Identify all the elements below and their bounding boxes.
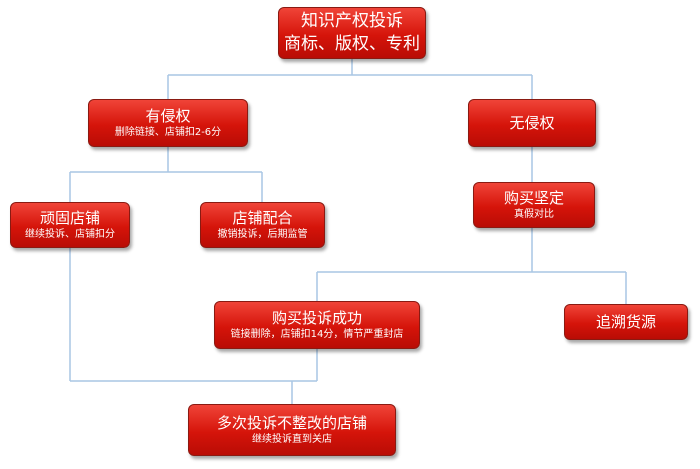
repeat-offender-title: 多次投诉不整改的店铺 [216, 413, 367, 432]
buy-verify-subtitle: 真假对比 [514, 208, 554, 220]
trace-source-title: 追溯货源 [595, 312, 656, 331]
ip-complaint-title: 知识产权投诉 [301, 11, 403, 31]
no-infringement-node: 无侵权 [468, 99, 596, 147]
stubborn-store-subtitle: 继续投诉、店铺扣分 [25, 228, 115, 240]
buy-complaint-success-subtitle: 链接删除，店铺扣14分，情节严重封店 [230, 328, 404, 340]
trace-source-node: 追溯货源 [564, 304, 688, 340]
buy-complaint-success-title: 购买投诉成功 [271, 308, 362, 327]
infringement-node: 有侵权 删除链接、店铺扣2-6分 [88, 99, 248, 147]
repeat-offender-node: 多次投诉不整改的店铺 继续投诉直到关店 [188, 404, 396, 456]
buy-complaint-success-node: 购买投诉成功 链接删除，店铺扣14分，情节严重封店 [214, 301, 420, 349]
cooperative-store-title: 店铺配合 [232, 208, 293, 227]
stubborn-store-node: 顽固店铺 继续投诉、店铺扣分 [10, 202, 130, 248]
cooperative-store-subtitle: 撤销投诉，后期监管 [217, 228, 308, 240]
infringement-subtitle: 删除链接、店铺扣2-6分 [114, 126, 222, 138]
no-infringement-title: 无侵权 [509, 113, 555, 132]
buy-verify-title: 购买坚定 [503, 188, 564, 207]
buy-verify-node: 购买坚定 真假对比 [473, 182, 595, 228]
repeat-offender-subtitle: 继续投诉直到关店 [252, 433, 332, 445]
infringement-title: 有侵权 [145, 106, 191, 125]
cooperative-store-node: 店铺配合 撤销投诉，后期监管 [200, 202, 325, 248]
stubborn-store-title: 顽固店铺 [39, 208, 100, 227]
ip-complaint-types: 商标、版权、专利 [284, 34, 420, 54]
ip-complaint-node: 知识产权投诉 商标、版权、专利 [278, 7, 426, 59]
